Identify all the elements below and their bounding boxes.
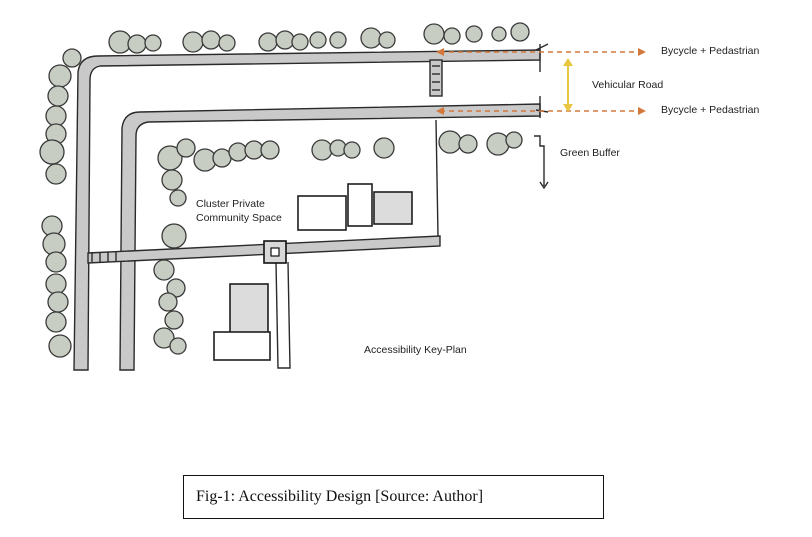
tree-column-left: [39, 48, 82, 358]
tree-cluster-inner: [153, 137, 395, 355]
figure-caption: Fig-1: Accessibility Design [Source: Aut…: [196, 488, 484, 505]
label-bike-ped-top: Bycycle + Pedastrian: [661, 45, 760, 57]
arrowhead: [436, 107, 444, 115]
section-marker: [534, 135, 549, 190]
building: [213, 331, 271, 361]
label-vehicular-road: Vehicular Road: [592, 79, 664, 91]
building: [229, 283, 269, 335]
tree-row-top: [108, 22, 530, 54]
road-connector: [429, 59, 443, 97]
arrowhead: [638, 48, 646, 56]
arrowhead: [563, 104, 573, 112]
label-cluster-line2: Community Space: [196, 212, 282, 224]
arrowhead: [436, 48, 444, 56]
building: [297, 195, 347, 231]
building: [347, 183, 373, 227]
label-bike-ped-bottom: Bycycle + Pedastrian: [661, 104, 760, 116]
section-marker: [535, 43, 549, 72]
label-key-plan: Accessibility Key-Plan: [364, 344, 467, 356]
tree-buffer: [438, 130, 523, 156]
plot-boundary: [435, 119, 439, 237]
arrowhead: [638, 107, 646, 115]
junction-node-inner: [270, 247, 280, 257]
label-cluster-line1: Cluster Private: [196, 198, 265, 210]
label-green-buffer: Green Buffer: [560, 147, 620, 159]
building: [373, 191, 413, 225]
plot-boundary: [275, 261, 291, 369]
arrowhead: [563, 58, 573, 66]
figure-caption-box: Fig-1: Accessibility Design [Source: Aut…: [183, 475, 604, 519]
